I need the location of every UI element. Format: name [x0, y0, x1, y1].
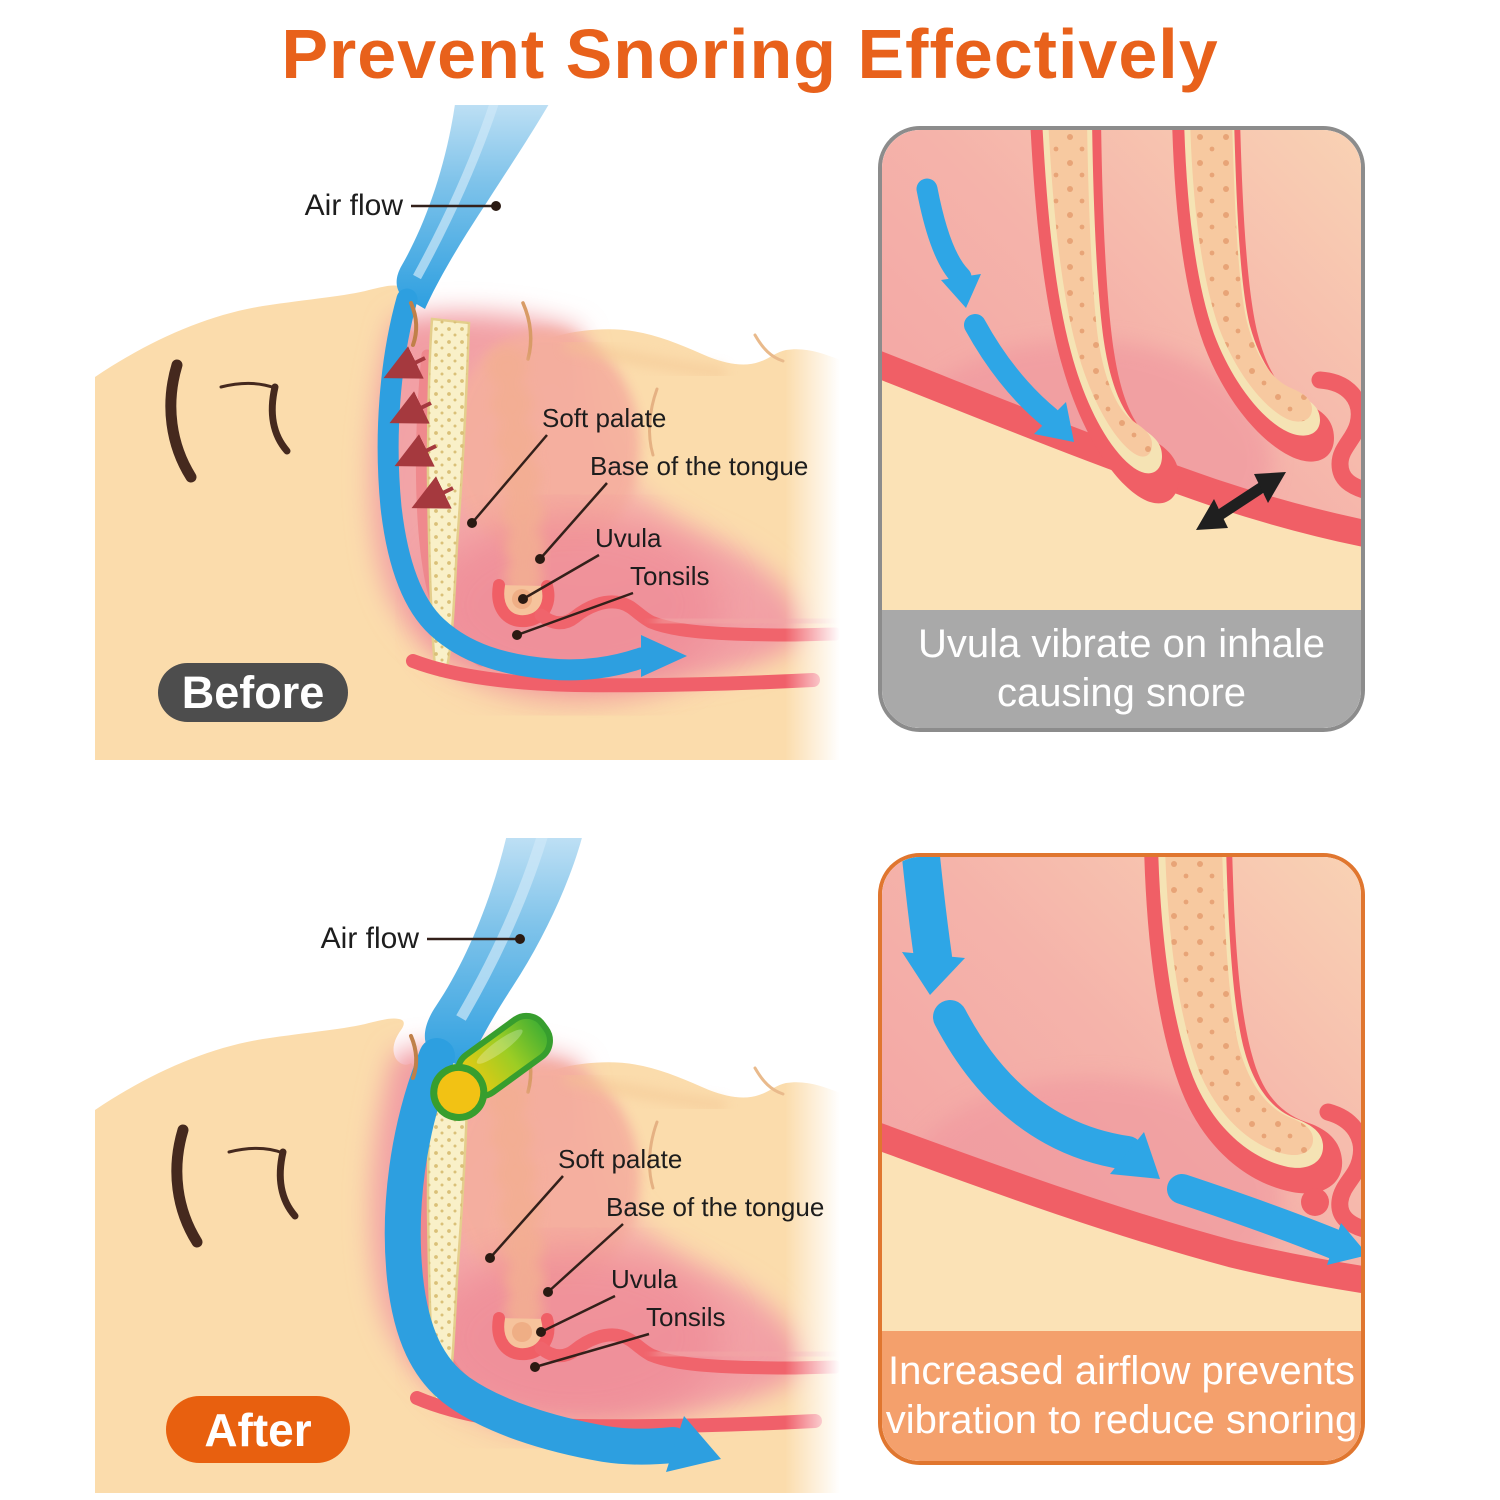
mouth-shading	[450, 1063, 640, 1293]
closeup-throat-fold	[1311, 371, 1361, 498]
closeup-skin	[882, 378, 1361, 610]
closeup-throat-fold	[1319, 1103, 1361, 1237]
nasal-dilator-device	[430, 1012, 553, 1121]
closeup-airway-floor	[882, 1123, 1361, 1293]
closeup-uvula	[1301, 1188, 1329, 1216]
page-title: Prevent Snoring Effectively	[281, 15, 1219, 93]
uvula-label: Uvula	[611, 1264, 678, 1294]
before-diagram: Air flow Soft palate Base of the tongue …	[95, 105, 840, 760]
vibration-arrows-icon	[383, 346, 454, 509]
deep-throat-shading	[425, 1246, 725, 1430]
before-closeup-caption: Uvula vibrate on inhale causing snore	[882, 610, 1361, 728]
closeup-tongue	[1172, 130, 1334, 462]
base-of-tongue-label: Base of the tongue	[606, 1192, 824, 1222]
nostril-crease	[409, 1034, 419, 1080]
closed-eye-icon	[171, 1124, 299, 1248]
closeup-airflow-arrows-icon	[901, 857, 1361, 1265]
closed-eye-icon	[165, 359, 291, 483]
airflow-stream-icon	[384, 838, 721, 1472]
tonsils-label: Tonsils	[646, 1302, 725, 1332]
edge-fade	[785, 105, 840, 760]
lip-crease	[521, 301, 533, 361]
vibration-double-arrow-icon	[1196, 472, 1286, 530]
uvula-label: Uvula	[595, 523, 662, 553]
jaw-bone	[426, 1050, 471, 1411]
shoulder-crease	[753, 333, 785, 363]
soft-palate-label: Soft palate	[542, 403, 666, 433]
caption-line: Uvula vibrate on inhale	[918, 622, 1325, 667]
after-labels: Air flow Soft palate Base of the tongue …	[321, 922, 824, 1372]
airway-floor	[406, 654, 820, 693]
chin-crease	[648, 1120, 659, 1190]
shoulder-crease	[753, 1066, 785, 1096]
uvula-shape	[492, 1312, 555, 1361]
before-badge: Before	[158, 663, 348, 722]
closeup-tongue	[1144, 857, 1343, 1194]
after-closeup-caption: Increased airflow prevents vibration to …	[882, 1331, 1361, 1461]
caption-line: Increased airflow prevents	[888, 1349, 1355, 1394]
caption-line: causing snore	[996, 671, 1247, 715]
closeup-skin	[882, 1150, 1361, 1331]
nostril-crease	[409, 301, 419, 347]
base-of-tongue-label: Base of the tongue	[590, 451, 808, 481]
soft-palate-label: Soft palate	[558, 1144, 682, 1174]
after-closeup-panel: Increased airflow prevents vibration to …	[878, 853, 1365, 1465]
closeup-soft-palate	[1030, 130, 1180, 504]
after-diagram: Air flow Soft palate Base of the tongue …	[95, 838, 840, 1493]
before-labels: Air flow Soft palate Base of the tongue …	[305, 189, 808, 640]
chin-crease	[648, 387, 659, 457]
after-badge: After	[166, 1396, 350, 1463]
mouth-shading	[450, 330, 640, 560]
before-closeup-panel: Uvula vibrate on inhale causing snore	[878, 126, 1365, 732]
caption-line: vibration to reduce snoring	[885, 1398, 1358, 1442]
jaw-shadow	[564, 1073, 726, 1111]
closeup-inhale-arrows-icon	[916, 178, 1074, 442]
air-flow-label: Air flow	[321, 922, 420, 955]
air-flow-label: Air flow	[305, 189, 404, 222]
tonsils-label: Tonsils	[630, 561, 709, 591]
jaw-shadow	[564, 340, 726, 378]
edge-fade	[785, 838, 840, 1493]
